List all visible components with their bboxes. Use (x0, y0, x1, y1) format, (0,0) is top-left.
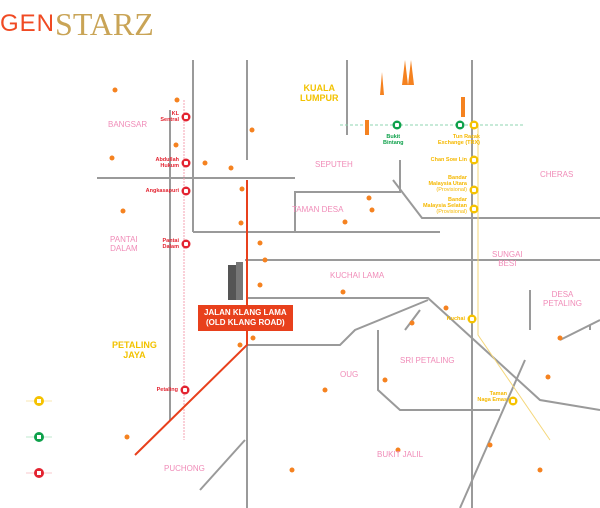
station-kuchai[interactable]: Kuchai (447, 316, 465, 322)
area-line: PANTAI (110, 235, 138, 244)
station-taman-naga-emas[interactable]: Taman Naga Emas (477, 391, 507, 403)
area-pantai-dalam: PANTAI DALAM (110, 235, 138, 253)
station-note: (Provisional) (436, 209, 467, 215)
logo-name: STARZ (55, 5, 154, 42)
area-sungai-besi: SUNGAI BESI (492, 250, 523, 268)
station-bandar-malaysia-selatan[interactable]: Bandar Malaysia Selatan (Provisional) (423, 197, 467, 215)
logo-prefix: GEN (0, 10, 56, 37)
area-petaling-jaya: PETALING JAYA (112, 340, 157, 360)
genstarz-logo: GEN STARZ (0, 4, 154, 44)
area-taman-desa: TAMAN DESA (292, 205, 344, 214)
station-name: Hukum (160, 163, 179, 169)
station-name: Exchange (TRX) (437, 140, 480, 146)
project-location-label[interactable]: JALAN KLANG LAMA (OLD KLANG ROAD) (198, 305, 293, 331)
poi-dots (109, 87, 563, 473)
area-line: KUALA (303, 83, 336, 93)
area-puchong: PUCHONG (164, 464, 205, 473)
roads (97, 60, 600, 508)
old-klang-road (134, 180, 248, 456)
station-note: (Provisional) (436, 187, 467, 193)
station-name: Bintang (383, 140, 404, 146)
area-line: SUNGAI (492, 250, 523, 259)
station-name: Taman (489, 391, 507, 397)
area-kuchai-lama: KUCHAI LAMA (330, 271, 385, 280)
station-abdullah-hukum[interactable]: Abdullah Hukum (155, 157, 179, 169)
station-name: Malaysia Selatan (422, 203, 467, 209)
station-name: Kuchai (446, 316, 465, 322)
station-name: Bandar (448, 175, 467, 181)
station-bandar-malaysia-utara[interactable]: Bandar Malaysia Utara (Provisional) (428, 175, 467, 193)
area-line: PETALING (543, 299, 582, 308)
area-line: PETALING (112, 340, 157, 350)
station-name: Sentral (160, 117, 179, 123)
area-oug: OUG (340, 370, 359, 379)
station-name: Chan Sow Lin (430, 157, 467, 163)
area-cheras: CHERAS (540, 170, 574, 179)
project-label-line1: JALAN KLANG LAMA (204, 308, 287, 317)
area-bukit-jalil: BUKIT JALIL (377, 450, 424, 459)
trx-tower-icon (461, 97, 465, 117)
area-desa-petaling: DESA PETALING (543, 290, 582, 308)
station-name: Angkasapuri (145, 188, 179, 194)
area-kuala-lumpur: KUALA LUMPUR (300, 83, 339, 103)
area-line: DESA (551, 290, 574, 299)
station-name: Petaling (156, 387, 178, 393)
station-name: Dalam (162, 244, 179, 250)
area-line: LUMPUR (300, 93, 339, 103)
station-name: Tun Razak (452, 134, 480, 140)
yellow-rail-line (477, 125, 551, 441)
station-name: Abdullah (155, 157, 179, 163)
area-line: DALAM (110, 244, 138, 253)
petronas-tower-icon (408, 60, 414, 85)
area-bangsar: BANGSAR (108, 120, 148, 129)
project-label-line2: (OLD KLANG ROAD) (206, 318, 285, 327)
station-kl-sentral[interactable]: KL Sentral (160, 111, 179, 123)
station-petaling[interactable]: Petaling (157, 387, 178, 393)
area-line: BESI (498, 259, 517, 268)
station-name: Pantai (162, 238, 179, 244)
station-name: KL (171, 111, 179, 117)
legend (26, 396, 52, 478)
station-bukit-bintang[interactable]: Bukit Bintang (383, 134, 403, 146)
station-name: Bandar (448, 197, 467, 203)
kl-tower-icon (380, 72, 384, 95)
station-pantai-dalam[interactable]: Pantai Dalam (162, 238, 179, 250)
station-chan-sow-lin[interactable]: Chan Sow Lin (431, 157, 467, 163)
station-trx[interactable]: Tun Razak Exchange (TRX) (438, 134, 480, 146)
tower-icon (365, 120, 369, 135)
station-name: Bukit (386, 134, 401, 140)
area-line: JAYA (123, 350, 146, 360)
station-name: Malaysia Utara (428, 181, 467, 187)
station-name: Naga Emas (477, 397, 507, 403)
area-sri-petaling: SRI PETALING (400, 356, 455, 365)
area-seputeh: SEPUTEH (315, 160, 353, 169)
station-angkasapuri[interactable]: Angkasapuri (146, 188, 179, 194)
petronas-tower-icon (402, 60, 408, 85)
landmarks (228, 60, 465, 300)
station-markers[interactable] (180, 112, 518, 406)
project-building-icon (228, 262, 243, 300)
